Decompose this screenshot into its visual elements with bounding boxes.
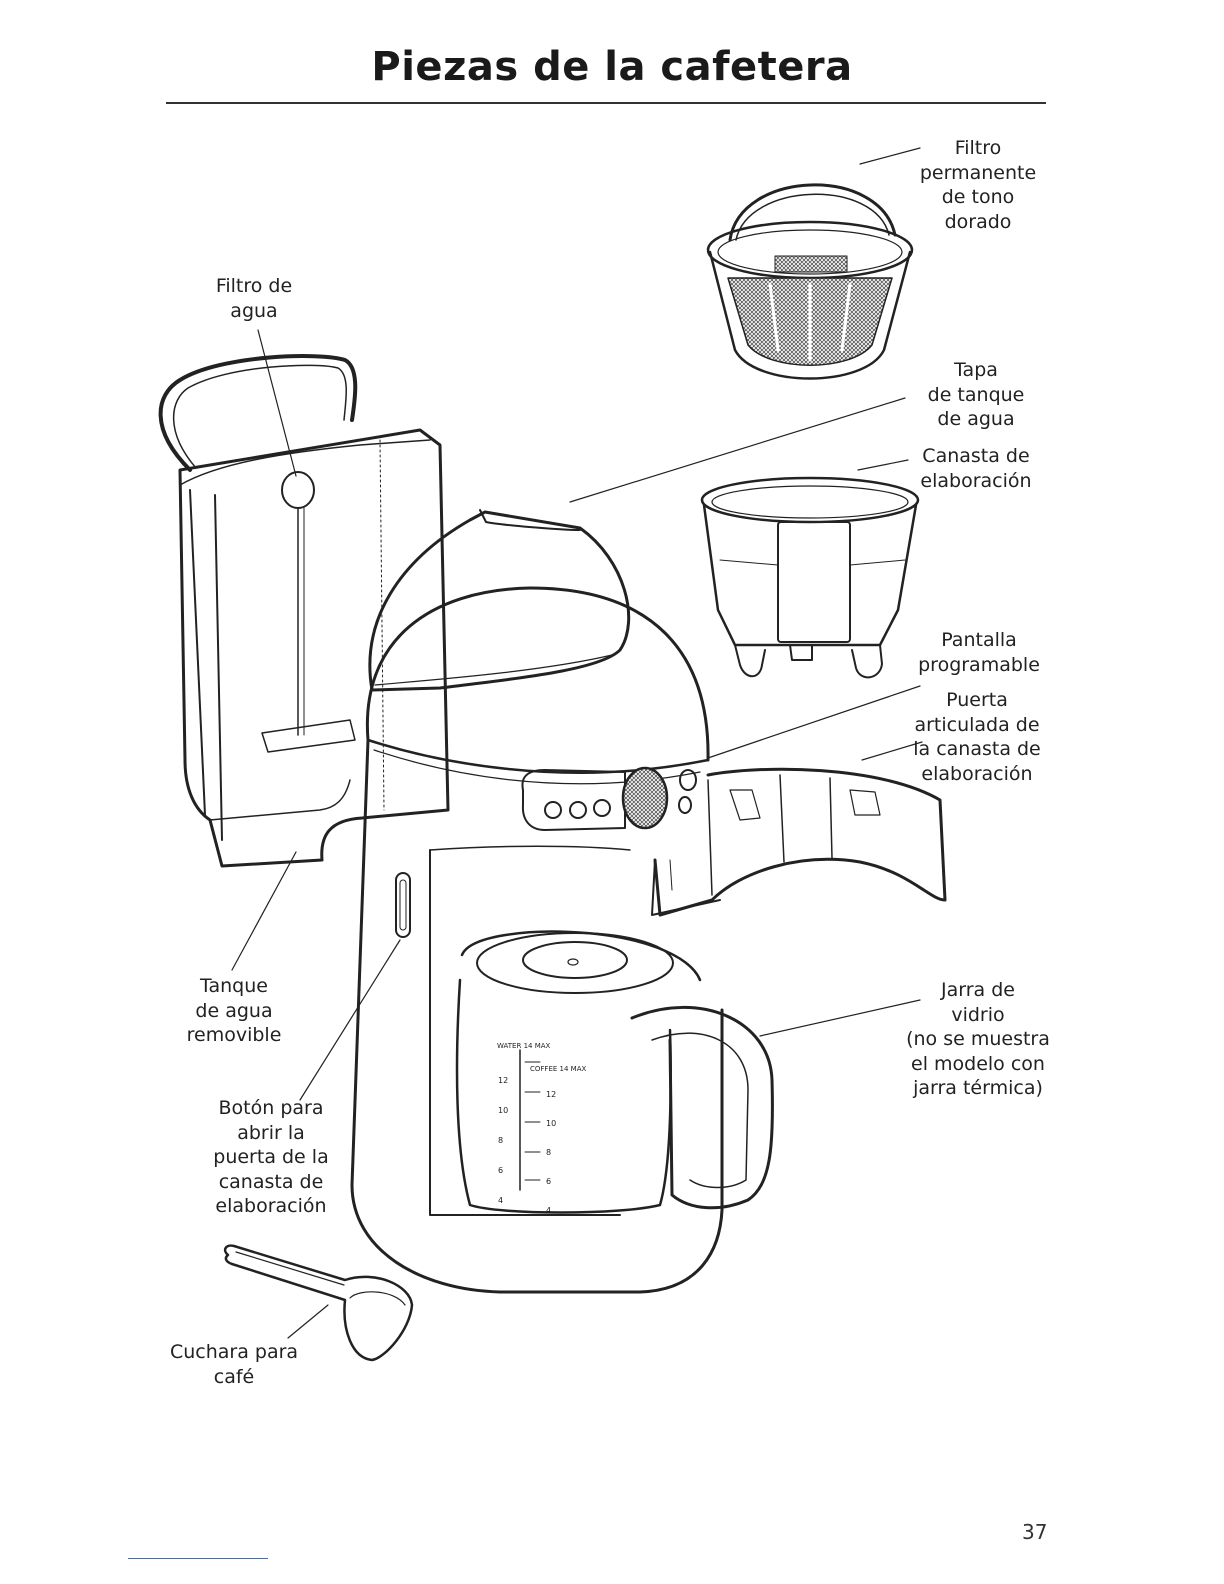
coffee-maker-body-drawing xyxy=(352,510,722,1292)
label-line: el modelo con xyxy=(911,1052,1045,1075)
label-line: Cuchara para xyxy=(169,1341,299,1363)
label-line: Jarra de xyxy=(941,979,1015,1001)
label-coffee-scoop: Cuchara para café xyxy=(160,1340,308,1389)
label-line: vidrio xyxy=(951,1003,1005,1026)
carafe-right-scale: 12 10 8 6 4 xyxy=(546,1080,556,1225)
brew-basket-drawing xyxy=(702,478,918,677)
coffee-scoop-drawing xyxy=(225,1246,412,1360)
label-water-filter: Filtro de agua xyxy=(198,274,310,323)
footer-divider xyxy=(128,1558,268,1559)
label-line: Botón para xyxy=(218,1097,324,1119)
carafe-left-scale: 12 10 8 6 4 xyxy=(498,1066,508,1216)
brew-basket-door-drawing xyxy=(652,769,945,915)
carafe-left-scale-mark: 12 xyxy=(498,1076,509,1085)
label-line: puerta de la xyxy=(213,1146,329,1168)
carafe-right-scale-mark: 4 xyxy=(546,1206,552,1215)
label-line: abrir la xyxy=(237,1121,305,1144)
label-permanent-filter: Filtro permanente de tono dorado xyxy=(914,136,1042,234)
label-line: la canasta de xyxy=(913,738,1041,760)
label-door-release-button: Botón para abrir la puerta de la canasta… xyxy=(204,1096,338,1219)
title-divider xyxy=(166,102,1046,104)
label-line: elaboración xyxy=(215,1195,327,1217)
label-line: canasta de xyxy=(218,1170,324,1193)
label-line: de tanque xyxy=(927,383,1025,406)
water-tank-drawing xyxy=(161,356,448,866)
label-line: articulada de xyxy=(914,713,1040,736)
carafe-water-max-mark: WATER 14 MAX xyxy=(497,1042,551,1050)
label-programmable-display: Pantalla programable xyxy=(914,628,1044,677)
label-line: café xyxy=(213,1365,255,1388)
label-line: Pantalla xyxy=(941,629,1017,651)
carafe-left-scale-mark: 10 xyxy=(498,1106,509,1115)
carafe-left-scale-mark: 4 xyxy=(498,1196,504,1205)
label-line: Canasta de xyxy=(922,445,1030,467)
label-glass-carafe: Jarra de vidrio (no se muestra el modelo… xyxy=(900,978,1056,1101)
glass-carafe-drawing xyxy=(457,932,772,1213)
label-hinged-door: Puerta articulada de la canasta de elabo… xyxy=(910,688,1044,786)
label-line: jarra térmica) xyxy=(913,1077,1043,1099)
label-line: dorado xyxy=(944,210,1012,233)
label-line: elaboración xyxy=(921,762,1033,785)
page-number: 37 xyxy=(1022,1520,1048,1544)
carafe-left-scale-mark: 8 xyxy=(498,1136,504,1145)
carafe-right-scale-mark: 6 xyxy=(546,1177,552,1186)
page-title: Piezas de la cafetera xyxy=(371,44,853,90)
label-line: removible xyxy=(186,1024,282,1046)
label-line: de tono xyxy=(941,186,1015,208)
label-line: Filtro xyxy=(954,137,1002,159)
label-brew-basket: Canasta de elaboración xyxy=(912,444,1040,493)
label-line: Tanque xyxy=(200,975,268,997)
carafe-right-scale-mark: 8 xyxy=(546,1148,552,1157)
label-line: permanente xyxy=(919,161,1037,184)
label-line: Tapa xyxy=(954,359,998,381)
label-line: Puerta xyxy=(946,689,1008,711)
label-line: Filtro de xyxy=(215,275,293,297)
carafe-coffee-max-mark: COFFEE 14 MAX xyxy=(530,1065,587,1073)
label-line: de agua xyxy=(937,408,1015,430)
label-line: de agua xyxy=(195,999,273,1022)
label-line: agua xyxy=(230,299,278,322)
label-line: elaboración xyxy=(920,469,1032,492)
carafe-left-scale-mark: 6 xyxy=(498,1166,504,1175)
carafe-right-scale-mark: 10 xyxy=(546,1119,557,1128)
label-line: (no se muestra xyxy=(906,1028,1050,1050)
permanent-filter-drawing xyxy=(708,185,912,379)
label-water-tank-lid: Tapa de tanque de agua xyxy=(912,358,1040,432)
carafe-right-scale-mark: 12 xyxy=(546,1090,557,1099)
label-line: programable xyxy=(918,653,1040,676)
label-removable-water-tank: Tanque de agua removible xyxy=(176,974,292,1048)
callout-lines xyxy=(232,148,922,1338)
